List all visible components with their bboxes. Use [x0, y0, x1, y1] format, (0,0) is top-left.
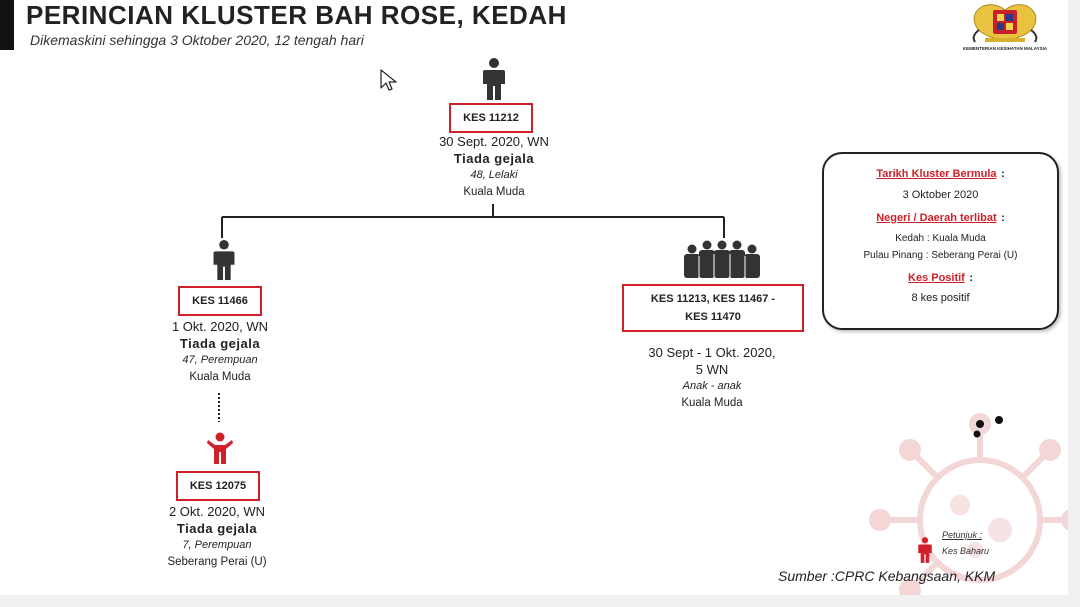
- legend-person-icon: [918, 537, 932, 563]
- summary-positive-value: 8 kes positif: [911, 292, 970, 304]
- case-label-right: KES 11213, KES 11467 - KES 11470: [622, 284, 804, 332]
- case-date-line2: 5 WN: [695, 362, 729, 377]
- summary-positive-heading: Kes Positif :: [824, 268, 1057, 286]
- case-symptom: Tiada gejala: [453, 151, 535, 166]
- source-credit: Sumber :CPRC Kebangsaan, KKM: [778, 568, 996, 584]
- logo-caption: KEMENTERIAN KESIHATAN MALAYSIA: [962, 46, 1048, 51]
- cluster-summary-box: Tarikh Kluster Bermula : 3 Oktober 2020 …: [822, 152, 1059, 330]
- case-symptom: Tiada gejala: [179, 336, 261, 351]
- summary-colon: :: [1001, 212, 1005, 224]
- summary-state-label: Negeri / Daerah terlibat: [876, 212, 997, 224]
- case-label-right-line1: KES 11213, KES 11467 -: [650, 293, 776, 305]
- case-date: 30 Sept - 1 Okt. 2020,: [648, 345, 776, 360]
- case-demographic: 47, Perempuan: [182, 354, 258, 366]
- summary-start-label: Tarikh Kluster Bermula: [876, 168, 997, 180]
- case-date: 2 Okt. 2020, WN: [168, 504, 266, 519]
- case-symptom: Tiada gejala: [176, 521, 258, 536]
- case-info-left: 1 Okt. 2020, WN Tiada gejala 47, Perempu…: [120, 318, 320, 386]
- title-accent-bar: [0, 0, 14, 50]
- case-date: 30 Sept. 2020, WN: [439, 134, 549, 149]
- case-location: Kuala Muda: [681, 397, 743, 409]
- case-label-left: KES 11466: [178, 286, 262, 316]
- summary-colon: :: [1001, 168, 1005, 180]
- case-location: Kuala Muda: [189, 371, 251, 383]
- child-person-icon: [207, 432, 233, 464]
- case-date: 1 Okt. 2020, WN: [171, 319, 269, 334]
- summary-positive-label: Kes Positif: [908, 272, 965, 284]
- case-label-right-line2: KES 11470: [685, 311, 741, 323]
- case-info-right: 30 Sept - 1 Okt. 2020, 5 WN Anak - anak …: [612, 344, 812, 412]
- case-info-root: 30 Sept. 2020, WN Tiada gejala 48, Lelak…: [394, 133, 594, 201]
- cursor-icon: [380, 69, 397, 91]
- group-icon: [684, 240, 760, 278]
- case-demographic: Anak - anak: [682, 380, 742, 392]
- person-icon: [213, 240, 235, 280]
- page-title: PERINCIAN KLUSTER BAH ROSE, KEDAH: [26, 0, 567, 30]
- case-demographic: 48, Lelaki: [470, 169, 518, 181]
- summary-start-value: 3 Oktober 2020: [902, 189, 979, 201]
- summary-colon: :: [969, 272, 973, 284]
- page-subtitle: Dikemaskini sehingga 3 Oktober 2020, 12 …: [30, 32, 364, 48]
- case-location: Seberang Perai (U): [167, 556, 267, 568]
- case-label-child: KES 12075: [176, 471, 260, 501]
- summary-state-heading: Negeri / Daerah terlibat :: [824, 208, 1057, 226]
- legend-title: Petunjuk :: [942, 530, 983, 540]
- summary-state-value-1: Kedah : Kuala Muda: [895, 233, 986, 244]
- slide: PERINCIAN KLUSTER BAH ROSE, KEDAH Dikema…: [0, 0, 1068, 595]
- virus-watermark: [869, 413, 1068, 595]
- decorative-dots: [973, 416, 1003, 438]
- person-icon: [483, 58, 505, 100]
- legend-new-case: Kes Baharu: [942, 546, 990, 556]
- case-label-root: KES 11212: [449, 103, 533, 133]
- case-location: Kuala Muda: [463, 186, 525, 198]
- summary-start-heading: Tarikh Kluster Bermula :: [824, 164, 1057, 182]
- kkm-logo: [972, 4, 1038, 43]
- summary-state-value-2: Pulau Pinang : Seberang Perai (U): [863, 250, 1018, 261]
- case-demographic: 7, Perempuan: [182, 539, 252, 551]
- connector-lines: [218, 204, 725, 422]
- case-info-child: 2 Okt. 2020, WN Tiada gejala 7, Perempua…: [117, 503, 317, 571]
